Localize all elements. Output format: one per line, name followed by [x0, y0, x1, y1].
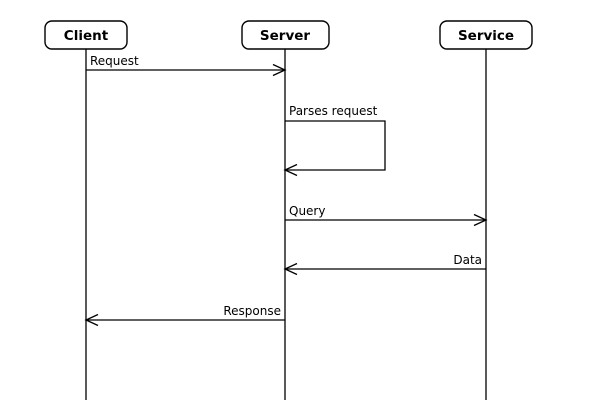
participant-box-service — [439, 20, 533, 50]
message-request-label: Request — [90, 54, 139, 68]
message-data-arrowhead-icon — [283, 262, 298, 276]
message-parses-request-arrowhead-icon — [283, 163, 298, 177]
message-request-arrowhead-icon — [272, 63, 287, 77]
message-query-label: Query — [289, 204, 325, 218]
message-response-label: Response — [223, 304, 281, 318]
participant-box-server — [241, 20, 330, 50]
message-query-arrowhead-icon — [473, 213, 488, 227]
message-parses-request-label: Parses request — [289, 104, 378, 118]
participant-box-client — [44, 20, 128, 50]
message-parses-request-line — [285, 120, 386, 171]
participant-label-service: Service — [458, 28, 514, 44]
participant-label-client: Client — [64, 28, 109, 44]
message-data-label: Data — [453, 253, 482, 267]
message-response-arrowhead-icon — [84, 313, 99, 327]
participant-label-server: Server — [260, 28, 310, 44]
